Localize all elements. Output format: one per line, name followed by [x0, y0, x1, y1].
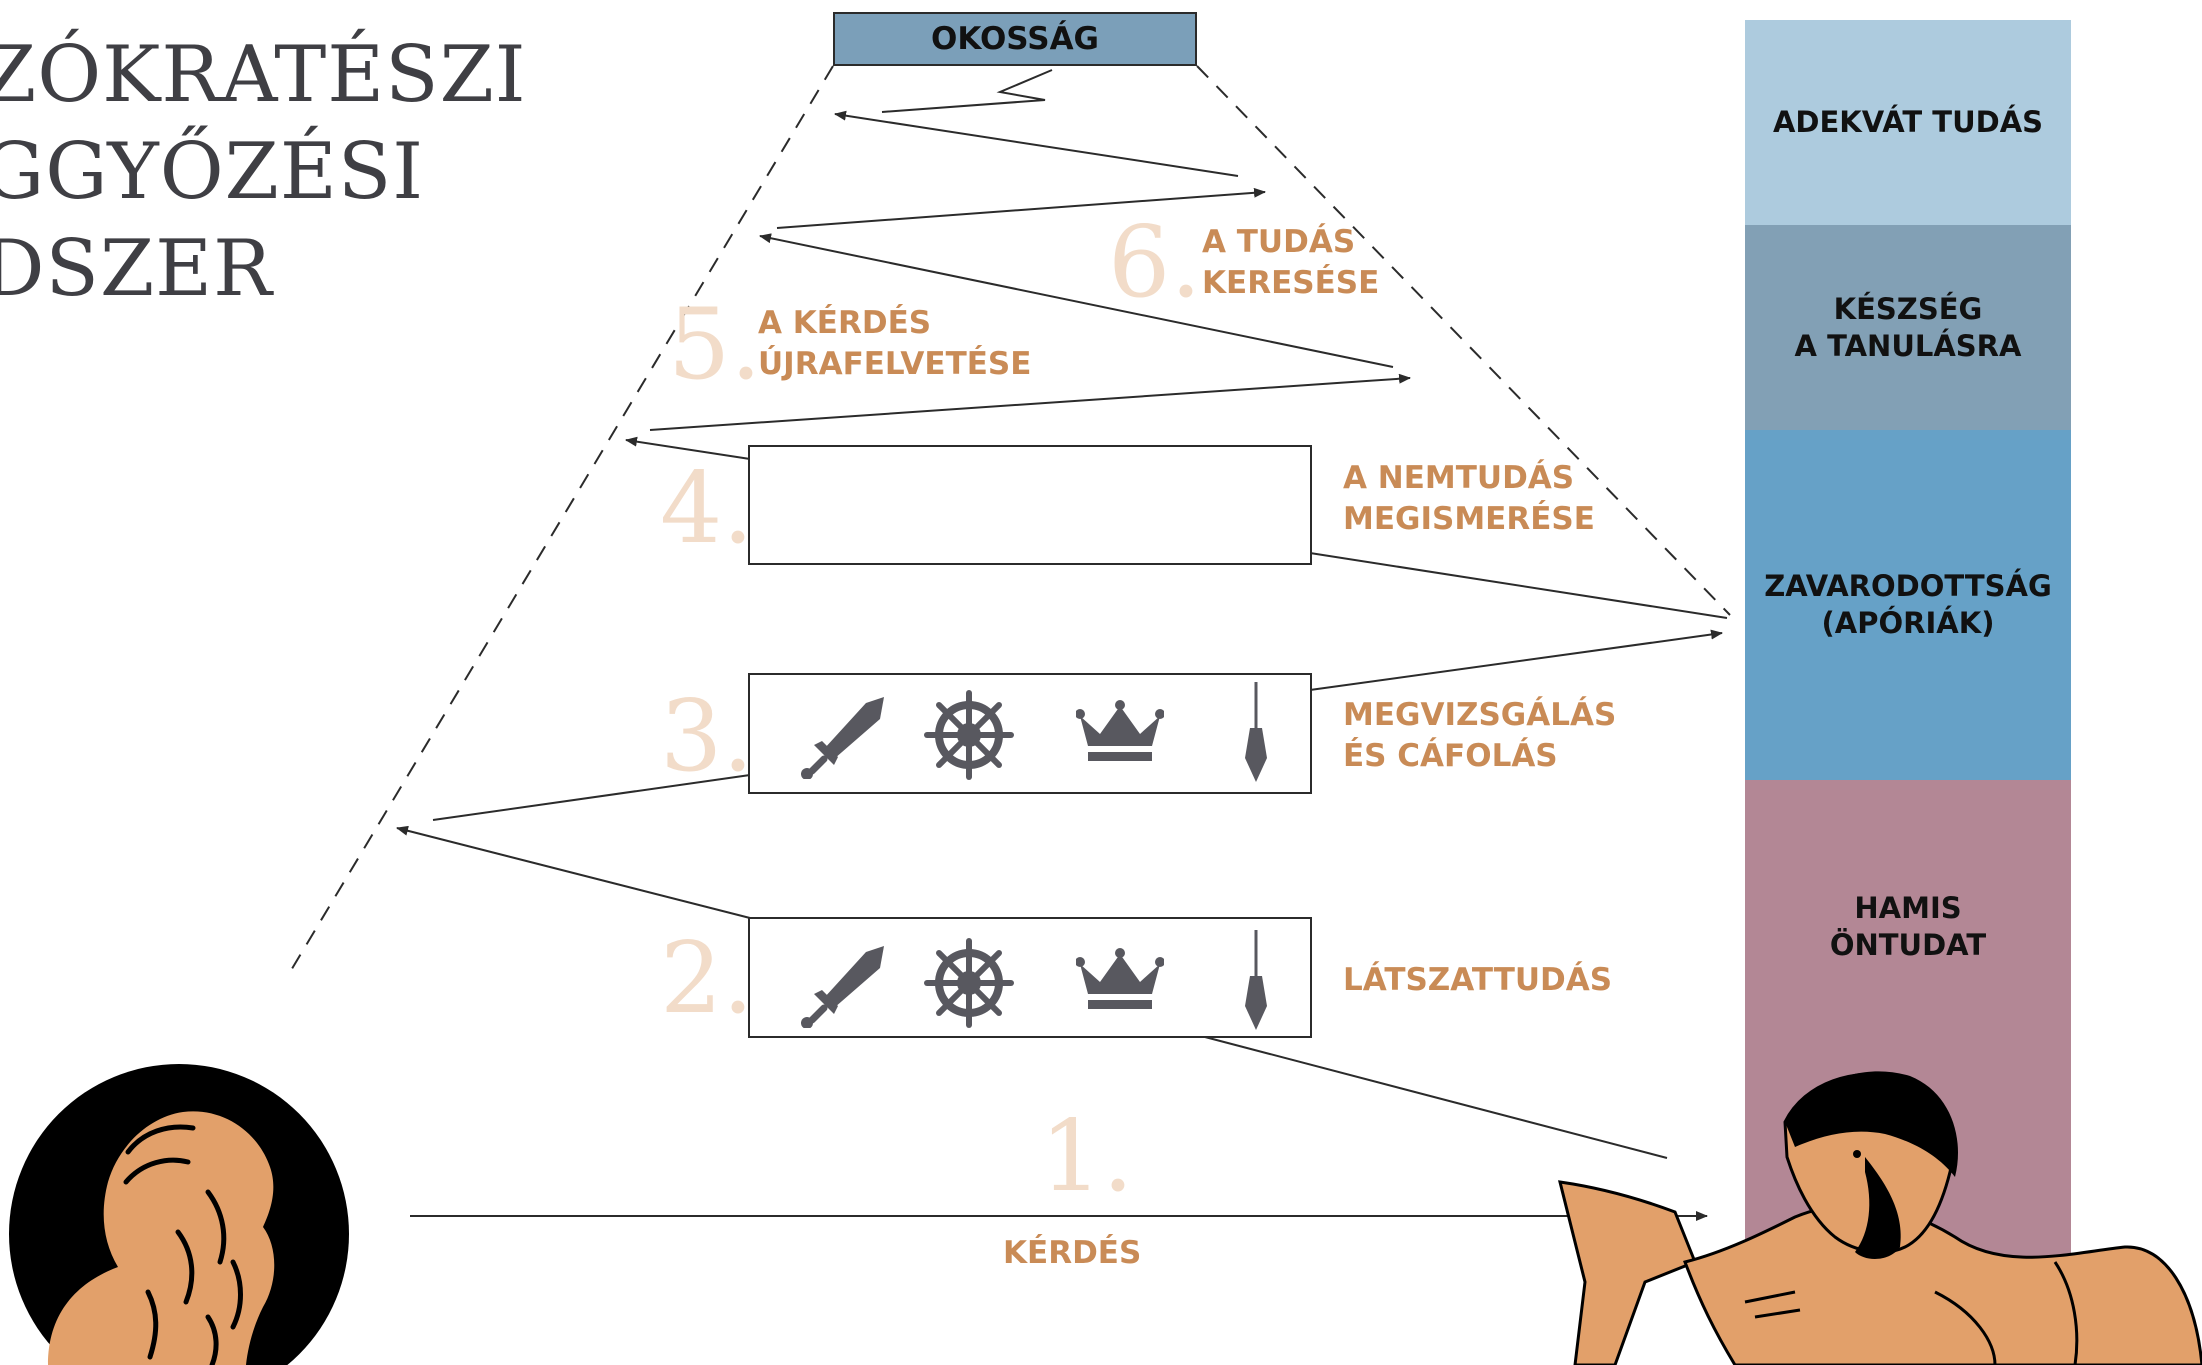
step-4-number: 4. [660, 452, 754, 566]
step-2-number: 2. [660, 922, 754, 1036]
line-box3-left [432, 774, 751, 821]
athenian-figure [1558, 1071, 2202, 1365]
step-1-label: KÉRDÉS [1003, 1235, 1142, 1271]
step-3-label: MEGVIZSGÁLÁS ÉS CÁFOLÁS [1343, 697, 1617, 774]
title-line-2: GGYŐZÉSI [0, 127, 425, 217]
step-4-label: A NEMTUDÁS MEGISMERÉSE [1343, 460, 1595, 537]
step-5-number: 5. [668, 288, 762, 402]
crown-icon [1076, 948, 1164, 1009]
band-confusion: ZAVARODOTTSÁG (APÓRIÁK) [1745, 430, 2071, 780]
step-4-box [748, 445, 1312, 565]
arrow-box3-right [1309, 629, 1723, 691]
band-learning-readiness: KÉSZSÉG A TANULÁSRA [1745, 225, 2071, 430]
sword-icon [801, 697, 884, 779]
step-6-label: A TUDÁS KERESÉSE [1202, 224, 1380, 301]
line-box4-right [1309, 552, 1728, 619]
step-2-label: LÁTSZATTUDÁS [1343, 962, 1613, 998]
arrow-top-2 [776, 187, 1266, 229]
title-line-1: ZÓKRATÉSZI [0, 30, 527, 120]
band-adequate-knowledge: ADEKVÁT TUDÁS [1745, 20, 2071, 225]
step-6-number: 6. [1108, 206, 1202, 320]
wisdom-box: OKOSSÁG [833, 12, 1197, 66]
ship-wheel-icon [924, 938, 1014, 1028]
arrow-top-4 [649, 373, 1411, 431]
step-3-number: 3. [660, 680, 754, 794]
step-1-number: 1. [1040, 1100, 1134, 1214]
plumb-bob-icon [1245, 930, 1267, 1030]
dashed-right-edge [1196, 65, 1731, 616]
zigzag-line [881, 69, 1053, 113]
arrow-box4-left [625, 436, 751, 460]
step-2-box [748, 917, 1312, 1038]
plumb-bob-icon [1245, 682, 1267, 782]
arrow-top-1 [834, 110, 1239, 177]
arrow-box2-left [396, 825, 751, 919]
socrates-portrait [9, 1064, 349, 1365]
title-line-3: DSZER [0, 224, 273, 314]
arrow-top-3 [759, 233, 1394, 368]
step-5-label: A KÉRDÉS ÚJRAFELVETÉSE [758, 305, 1032, 382]
dashed-left-edge [286, 65, 834, 978]
line-box2-right [1204, 1036, 1668, 1159]
sword-icon [801, 946, 884, 1028]
crown-icon [1076, 700, 1164, 761]
ship-wheel-icon [924, 690, 1014, 780]
